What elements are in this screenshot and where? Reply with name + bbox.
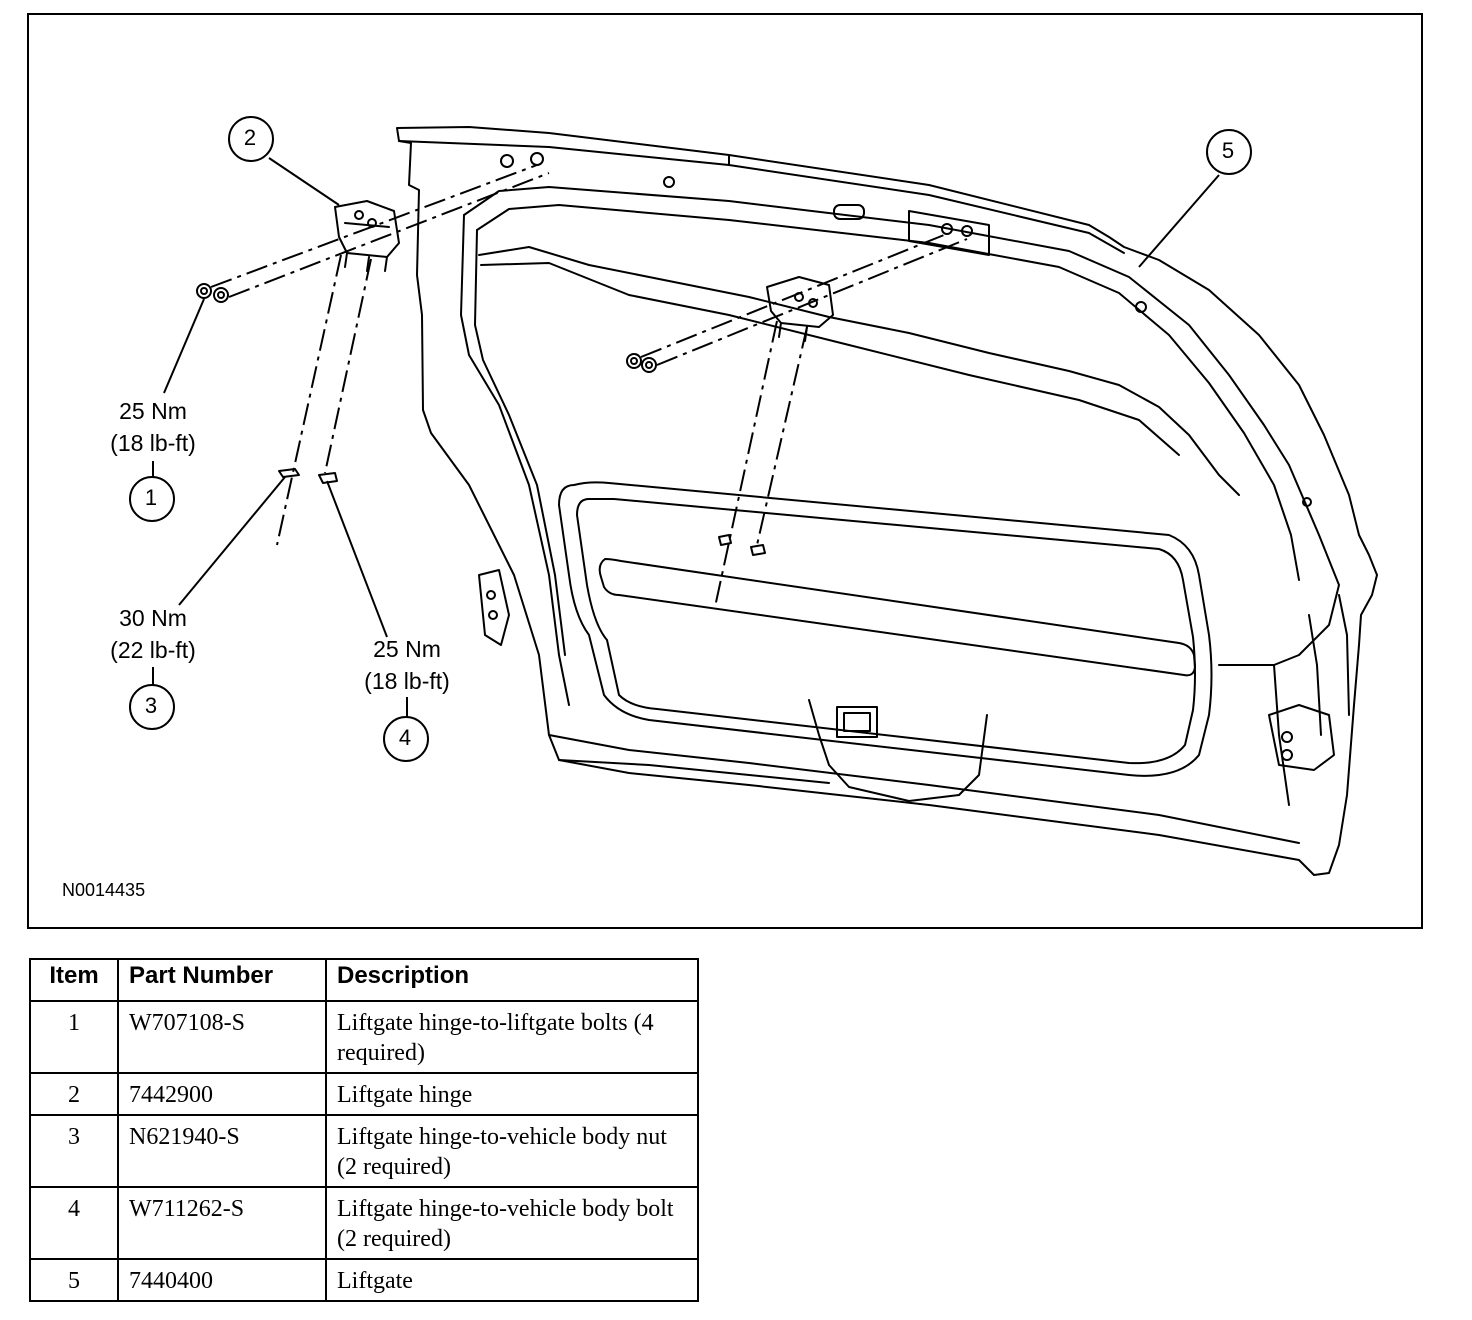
torque-nm-4: 25 Nm [373,636,441,662]
torque-lbft-1: (18 lb-ft) [110,430,196,456]
table-row: 1 W707108-S Liftgate hinge-to-liftgate b… [29,1000,699,1074]
callout-circle-3 [129,684,175,730]
cell-description: Liftgate hinge-to-vehicle body nut (2 re… [325,1114,699,1188]
item3-fastener [278,468,300,478]
liftgate-outline [396,126,1378,876]
left-latch [478,569,510,646]
table-header-row: Item Part Number Description [29,958,699,1002]
callout-number-1: 1 [144,485,158,510]
torque-label-3: 30 Nm (22 lb-ft) [93,602,213,666]
liftgate-drawing [129,116,1378,876]
cell-description: Liftgate hinge-to-liftgate bolts (4 requ… [325,1000,699,1074]
left-bolts [196,283,229,303]
cell-description: Liftgate [325,1258,699,1302]
center-bolts [626,353,657,373]
cell-item: 4 [29,1186,119,1260]
right-latch [1268,704,1335,771]
callout-number-5: 5 [1221,138,1235,163]
item4-fastener [318,472,338,484]
torque-nm-1: 25 Nm [119,398,187,424]
callout-number-2: 2 [243,125,257,150]
table-row: 4 W711262-S Liftgate hinge-to-vehicle bo… [29,1186,699,1260]
callout-circle-4 [383,716,429,762]
cell-item: 5 [29,1258,119,1302]
cell-item: 2 [29,1072,119,1116]
lower-panel [558,481,1213,777]
callout-circle-1 [129,476,175,522]
torque-lbft-4: (18 lb-ft) [364,668,450,694]
cell-description: Liftgate hinge [325,1072,699,1116]
table-row: 3 N621940-S Liftgate hinge-to-vehicle bo… [29,1114,699,1188]
cell-part-number: 7442900 [117,1072,327,1116]
handle-slot [598,558,1196,677]
window-opening [463,186,1340,666]
callout-circle-2 [228,116,274,162]
callout-circle-5 [1206,129,1252,175]
torque-label-1: 25 Nm (18 lb-ft) [93,395,213,459]
cell-part-number: N621940-S [117,1114,327,1188]
parts-table: Item Part Number Description 1 W707108-S… [29,958,699,1302]
exploded-view-figure: 2 5 1 3 4 25 Nm (18 lb-ft) 30 Nm (22 lb-… [27,13,1423,929]
cell-part-number: W711262-S [117,1186,327,1260]
torque-lbft-3: (22 lb-ft) [110,637,196,663]
table-row: 5 7440400 Liftgate [29,1258,699,1302]
header-item: Item [29,958,119,1002]
header-description: Description [325,958,699,1002]
cell-part-number: W707108-S [117,1000,327,1074]
torque-label-4: 25 Nm (18 lb-ft) [347,633,467,697]
header-part-number: Part Number [117,958,327,1002]
figure-id: N0014435 [62,880,146,900]
table-row: 2 7442900 Liftgate hinge [29,1072,699,1116]
cell-part-number: 7440400 [117,1258,327,1302]
callout-number-3: 3 [144,693,158,718]
torque-nm-3: 30 Nm [119,605,187,631]
cell-description: Liftgate hinge-to-vehicle body bolt (2 r… [325,1186,699,1260]
callout-number-4: 4 [398,725,412,750]
cell-item: 3 [29,1114,119,1188]
cell-item: 1 [29,1000,119,1074]
